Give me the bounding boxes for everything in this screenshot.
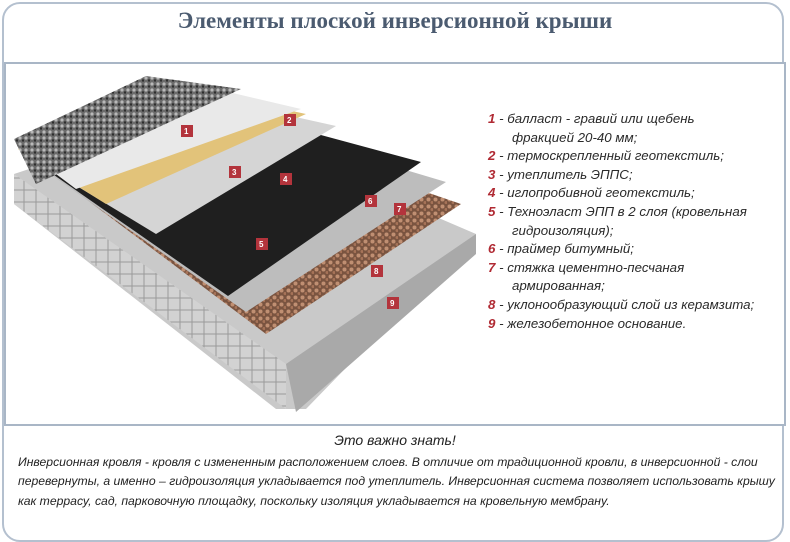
note-body: Инверсионная кровля - кровля с измененны…	[18, 455, 775, 508]
marker-4: 4	[280, 173, 292, 185]
svg-text:2: 2	[287, 116, 292, 125]
svg-text:3: 3	[232, 168, 237, 177]
svg-text:4: 4	[283, 175, 288, 184]
legend-item-1-cont: фракцией 20-40 мм;	[512, 129, 638, 145]
legend-item-4: 4 - иглопробивной геотекстиль;	[488, 185, 695, 201]
svg-text:9: 9	[390, 299, 395, 308]
layer-1-ballast	[14, 76, 241, 184]
legend-item-5-cont: гидроизоляция);	[512, 222, 614, 238]
marker-7: 7	[394, 203, 406, 215]
marker-5: 5	[256, 238, 268, 250]
svg-text:1: 1	[184, 127, 189, 136]
legend-item-8: 8 - уклонообразующий слой из керамзита;	[488, 296, 755, 312]
svg-text:7: 7	[397, 205, 402, 214]
marker-2: 2	[284, 114, 296, 126]
svg-text:8: 8	[374, 267, 379, 276]
legend-item-3: 3 - утеплитель ЭППС;	[488, 166, 633, 182]
legend-item-7-cont: армированная;	[512, 278, 605, 294]
marker-1: 1	[181, 125, 193, 137]
marker-8: 8	[371, 265, 383, 277]
legend-item-7: 7 - стяжка цементно-песчаная	[488, 259, 685, 275]
svg-text:5: 5	[259, 240, 264, 249]
legend-item-5: 5 - Техноэласт ЭПП в 2 слоя (кровельная	[488, 203, 747, 219]
legend-item-1: 1 - балласт - гравий или щебень	[488, 111, 695, 126]
marker-9: 9	[387, 297, 399, 309]
layer-2-thermo-geotextile	[16, 82, 301, 189]
legend-item-2: 2 - термоскрепленный геотекстиль;	[488, 148, 724, 164]
page-title: Элементы плоской инверсионной крыши	[177, 8, 613, 33]
marker-3: 3	[229, 166, 241, 178]
legend-item-9: 9 - железобетонное основание.	[488, 315, 687, 331]
svg-text:6: 6	[368, 197, 373, 206]
roof-layers-illustration: 1 2 3 4 5 6 7 8 9	[14, 76, 476, 412]
layer-markers: 1 2 3 4 5 6 7 8 9	[181, 114, 406, 309]
marker-6: 6	[365, 195, 377, 207]
diagram-panel: 1 2 3 4 5 6 7 8 9	[4, 62, 786, 426]
layer-legend: 1 - балласт - гравий или щебень фракцией…	[488, 110, 754, 333]
legend-item-6: 6 - праймер битумный;	[488, 241, 634, 257]
note-heading: Это важно знать!	[334, 432, 456, 448]
